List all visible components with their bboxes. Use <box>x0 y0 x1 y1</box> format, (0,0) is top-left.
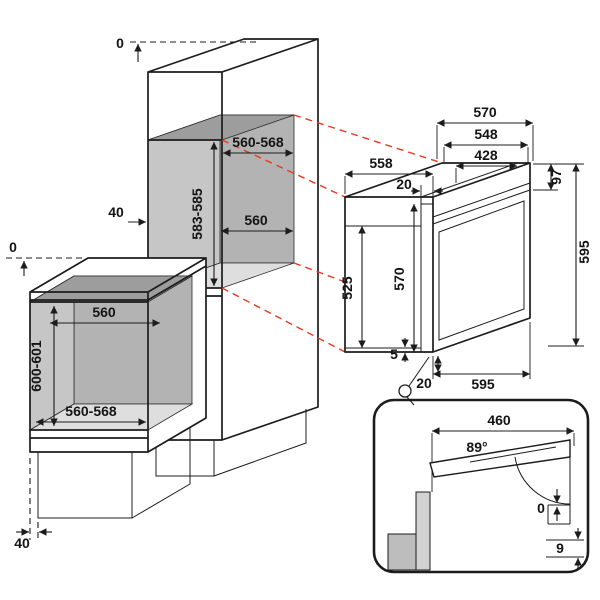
projection-line-top-front <box>221 139 346 198</box>
dim-tall-niche-rear-width: 560 <box>244 212 268 228</box>
detail-marker-circle <box>398 384 412 398</box>
base-unit-dimensions: 0 560 600-601 560-568 40 <box>6 239 160 551</box>
tall-unit-top-face <box>148 39 318 72</box>
dim-base-niche-height: 600-601 <box>28 340 44 392</box>
oven-dimensions: 570 548 428 558 20 97 595 525 570 5 20 5… <box>339 104 592 398</box>
dim-oven-depth: 558 <box>369 155 393 171</box>
detail-opening-angle-arc <box>514 456 571 505</box>
dim-oven-width: 595 <box>471 376 495 392</box>
dim-base-plinth-gap: 40 <box>14 535 30 551</box>
dim-oven-bottom-clearance: 20 <box>416 375 432 391</box>
dim-oven-bottom-gap: 5 <box>390 346 398 362</box>
oven-top-ext-lines <box>344 125 534 197</box>
oven-detail-lines <box>345 162 531 352</box>
dim-tall-niche-height: 583-585 <box>189 188 205 240</box>
detail-plinth-block <box>387 533 417 571</box>
dim-detail-opening-angle: 89° <box>466 439 487 455</box>
dim-tall-rear-gap: 40 <box>108 204 124 220</box>
dim-tall-niche-width: 560-568 <box>232 134 284 150</box>
dim-oven-top-width-inner: 428 <box>474 147 498 163</box>
dim-oven-height: 595 <box>576 240 592 264</box>
dim-base-niche-rear-width: 560 <box>92 304 116 320</box>
detail-door-glass-line <box>469 446 557 463</box>
projection-line-top-rear <box>293 114 443 164</box>
dim-oven-front-height: 570 <box>391 267 407 291</box>
dim-base-top-clearance: 0 <box>9 239 17 255</box>
tall-unit-outline <box>147 38 319 441</box>
oven-door-inner-frame <box>438 200 525 341</box>
dim-oven-panel-height: 97 <box>548 169 564 185</box>
detail-leader-line <box>408 356 430 387</box>
tall-unit-plinth <box>155 409 307 477</box>
oven-front-face <box>433 163 530 352</box>
base-unit <box>28 257 207 519</box>
door-detail-inset: 460 89° 0 9 <box>372 396 590 574</box>
oven-top-face <box>345 163 530 197</box>
oven-side-face <box>345 197 433 352</box>
tall-unit-dimensions: 0 40 560-568 583-585 560 <box>108 35 293 286</box>
base-unit-plinth <box>37 428 191 519</box>
dim-oven-top-width-outer: 570 <box>473 104 497 120</box>
detail-cabinet-panel <box>415 491 431 571</box>
dim-base-niche-width: 560-568 <box>65 403 117 419</box>
dim-detail-flush-gap: 0 <box>537 500 545 516</box>
detail-leader-into-inset <box>406 396 415 406</box>
dim-detail-bottom-recess: 9 <box>556 540 564 556</box>
base-unit-outline <box>29 257 207 453</box>
detail-recess-ref-lines <box>546 539 584 558</box>
detail-oven-front-section <box>547 444 571 525</box>
dim-detail-door-projection: 460 <box>487 412 511 428</box>
dim-oven-body-height: 525 <box>339 276 355 300</box>
dim-tall-top-clearance: 0 <box>116 35 124 51</box>
dim-oven-top-flange: 20 <box>396 176 412 192</box>
dim-oven-top-width-mid: 548 <box>474 126 498 142</box>
